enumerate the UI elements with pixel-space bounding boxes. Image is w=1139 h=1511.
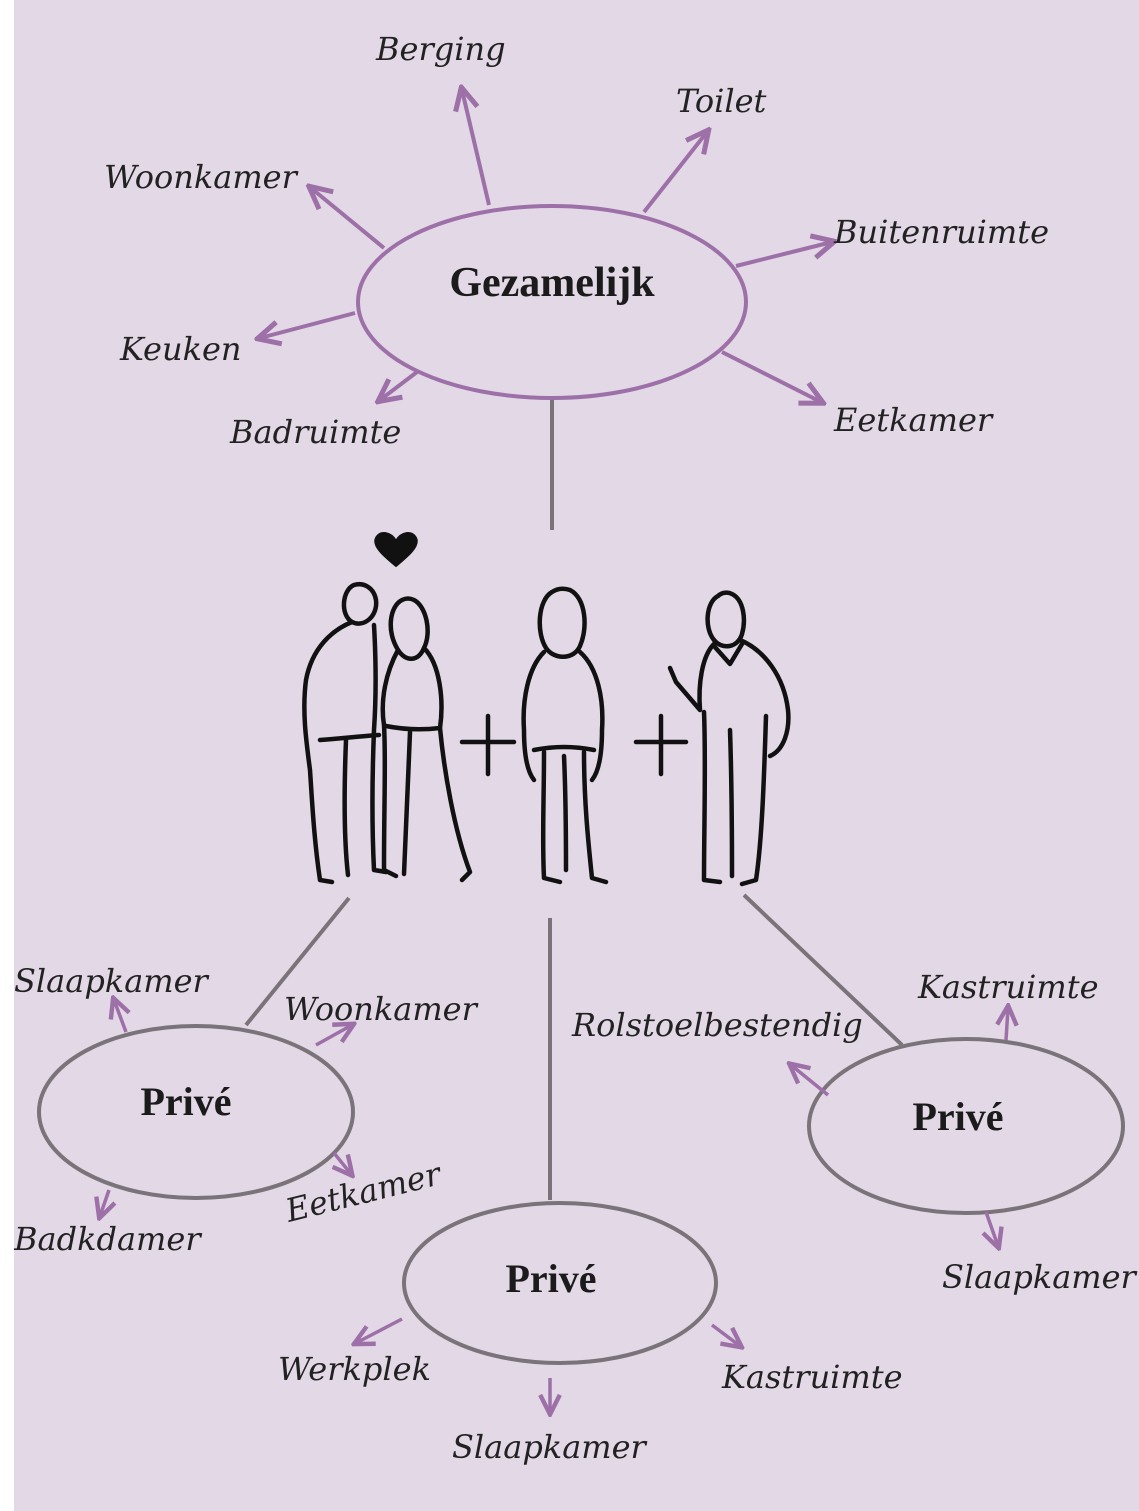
private-right-ellipse: [807, 1037, 1125, 1215]
shared-hub-title: Gezamelijk: [449, 260, 655, 306]
connector-private-left: [244, 896, 351, 1027]
label-woonkamer: Woonkamer: [104, 158, 299, 196]
plus-icon-2: [633, 713, 689, 777]
people-illustration: [302, 532, 791, 887]
diagram-canvas: Gezamelijk Berging Toilet Woonkamer Buit…: [14, 0, 1139, 1511]
label-right-kastruimte: Kastruimte: [917, 968, 1099, 1006]
private-unit-middle: Privé Werkplek Slaapkamer Kastruimte: [278, 1201, 903, 1466]
private-middle-title: Privé: [505, 1256, 596, 1301]
label-left-badkamer: Badkdamer: [14, 1220, 202, 1258]
shared-hub: Gezamelijk: [356, 204, 748, 400]
arrow-eetkamer: [721, 350, 821, 402]
arrow-right-slaapkamer: [986, 1211, 998, 1246]
label-left-woonkamer: Woonkamer: [284, 990, 479, 1028]
arrow-keuken: [260, 311, 356, 338]
couple-icon: [302, 582, 473, 885]
arrow-left-badkamer: [100, 1189, 109, 1216]
label-middle-kastruimte: Kastruimte: [721, 1358, 903, 1396]
arrow-right-kastruimte: [1006, 1008, 1008, 1041]
arrow-buitenruimte: [735, 242, 832, 268]
private-left-ellipse: [37, 1024, 355, 1200]
label-middle-slaapkamer: Slaapkamer: [452, 1428, 648, 1466]
connector-lines: [244, 400, 904, 1200]
diagram-svg: Gezamelijk Berging Toilet Woonkamer Buit…: [14, 30, 1138, 1466]
label-toilet: Toilet: [676, 82, 767, 120]
person-icon: [521, 586, 609, 885]
label-left-eetkamer: Eetkamer: [281, 1154, 446, 1230]
arrow-middle-kastruimte: [710, 1323, 740, 1346]
shared-arrows: [260, 90, 832, 402]
label-right-slaapkamer: Slaapkamer: [942, 1258, 1138, 1296]
label-eetkamer: Eetkamer: [833, 401, 994, 439]
label-left-slaapkamer: Slaapkamer: [14, 962, 210, 1000]
private-right-title: Privé: [912, 1094, 1003, 1139]
private-right-arrows: [791, 1008, 1008, 1246]
private-unit-right: Privé Kastruimte Rolstoelbestendig Slaap…: [571, 968, 1138, 1296]
arrow-right-rolstoel: [791, 1065, 830, 1097]
arrow-middle-werkplek: [356, 1317, 403, 1343]
arrow-woonkamer: [311, 188, 386, 250]
arrow-left-woonkamer: [315, 1025, 352, 1047]
label-right-rolstoel: Rolstoelbestendig: [571, 1006, 863, 1044]
connector-private-right: [742, 893, 904, 1047]
private-unit-left: Privé Slaapkamer Woonkamer Badkdamer Eet…: [14, 962, 479, 1258]
arrow-left-eetkamer: [334, 1151, 351, 1174]
private-left-arrows: [100, 1000, 352, 1216]
arrow-left-slaapkamer: [114, 1000, 126, 1033]
private-middle-arrows: [356, 1317, 740, 1412]
shared-labels: Berging Toilet Woonkamer Buitenruimte Ke…: [104, 30, 1049, 451]
label-berging: Berging: [375, 30, 506, 68]
private-middle-ellipse: [402, 1201, 718, 1365]
label-badruimte: Badruimte: [229, 413, 401, 451]
label-buitenruimte: Buitenruimte: [833, 213, 1049, 251]
arrow-badruimte: [380, 370, 419, 400]
arrow-berging: [462, 90, 491, 206]
label-middle-werkplek: Werkplek: [278, 1350, 431, 1388]
elderly-person-icon: [667, 590, 791, 887]
plus-icon: [459, 713, 517, 777]
shared-hub-ellipse: [356, 204, 748, 400]
heart-icon: [374, 532, 418, 567]
private-left-title: Privé: [140, 1079, 231, 1124]
label-keuken: Keuken: [119, 330, 242, 368]
arrow-toilet: [642, 132, 707, 214]
